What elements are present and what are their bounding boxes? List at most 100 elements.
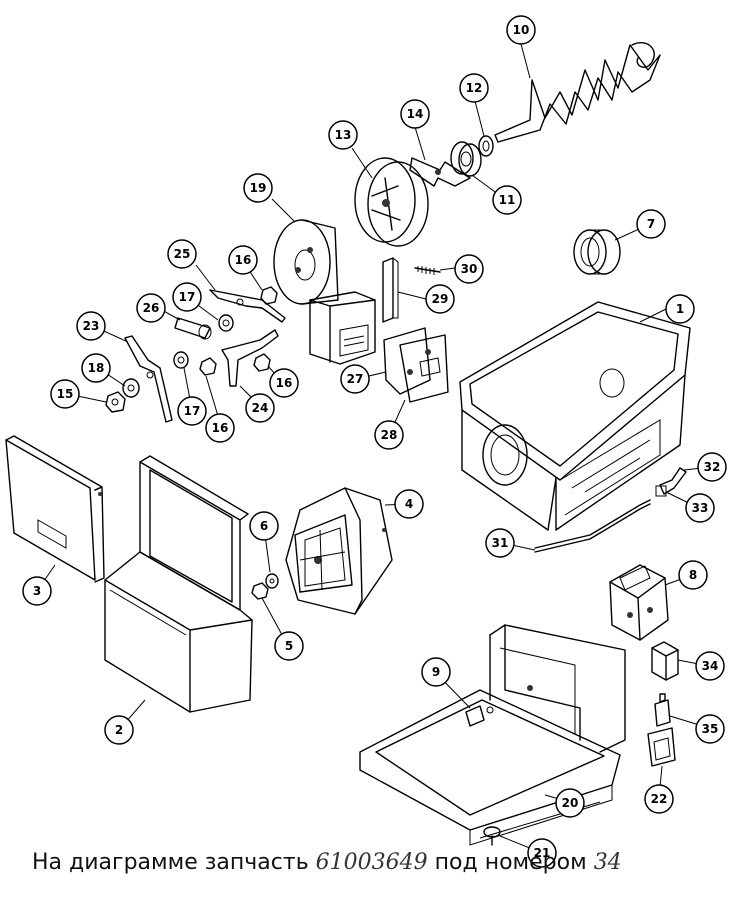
callout-31: 31: [485, 528, 515, 558]
part-21-screw: [483, 826, 501, 846]
callout-16-c: 16: [205, 413, 235, 443]
part-8-module: [609, 564, 669, 641]
part-20-tray: [359, 624, 626, 846]
svg-text:16: 16: [212, 421, 229, 435]
part-9-lever: [465, 705, 494, 727]
svg-text:25: 25: [174, 247, 191, 261]
caption-position: 34: [593, 850, 622, 875]
part-5-nut: [251, 582, 269, 600]
svg-text:8: 8: [689, 568, 697, 582]
part-12-washer: [478, 135, 494, 157]
callout-18: 18: [81, 353, 111, 383]
part-2-door: [104, 455, 253, 713]
callout-2: 2: [104, 715, 134, 745]
part-7-ring: [573, 229, 621, 275]
part-18-washer: [122, 378, 140, 398]
svg-text:17: 17: [184, 404, 201, 418]
callout-20: 20: [555, 788, 585, 818]
svg-text:10: 10: [513, 23, 530, 37]
callout-7: 7: [636, 209, 666, 239]
svg-text:26: 26: [143, 301, 160, 315]
callout-5: 5: [274, 631, 304, 661]
callout-15: 15: [50, 379, 80, 409]
svg-text:17: 17: [179, 290, 196, 304]
part-10-auger-wire: [494, 42, 661, 143]
svg-text:18: 18: [88, 361, 105, 375]
callout-22: 22: [644, 784, 674, 814]
callout-3: 3: [22, 576, 52, 606]
svg-text:27: 27: [347, 372, 364, 386]
svg-text:31: 31: [492, 536, 509, 550]
part-6-washer: [265, 573, 279, 589]
part-1-housing: [459, 301, 691, 531]
part-17-washers: [173, 314, 234, 369]
part-35-valve: [654, 693, 671, 727]
callout-25: 25: [167, 239, 197, 269]
callout-4: 4: [394, 489, 424, 519]
callout-23: 23: [76, 311, 106, 341]
svg-text:34: 34: [702, 659, 719, 673]
svg-text:21: 21: [534, 846, 551, 860]
part-16-nuts: [199, 286, 278, 376]
svg-text:22: 22: [651, 792, 668, 806]
svg-text:28: 28: [381, 428, 398, 442]
part-34-solenoid: [651, 641, 679, 681]
svg-text:16: 16: [235, 253, 252, 267]
svg-text:12: 12: [466, 81, 483, 95]
caption-part-number: 61003649: [315, 850, 428, 875]
callout-28: 28: [374, 420, 404, 450]
part-27-28-plates: [383, 327, 449, 403]
part-19-drum: [273, 219, 339, 305]
callout-9: 9: [421, 657, 451, 687]
svg-text:29: 29: [432, 292, 449, 306]
callout-19: 19: [243, 173, 273, 203]
svg-text:19: 19: [250, 181, 267, 195]
svg-text:4: 4: [405, 497, 413, 511]
callout-17-a: 17: [172, 282, 202, 312]
callout-14: 14: [400, 99, 430, 129]
svg-text:24: 24: [252, 401, 269, 415]
part-24-bracket: [221, 329, 279, 387]
part-22-bracket: [647, 727, 676, 767]
part-15-nut: [105, 391, 126, 413]
svg-text:13: 13: [335, 128, 352, 142]
part-4-motor: [285, 487, 393, 615]
svg-text:2: 2: [115, 723, 123, 737]
callout-13: 13: [328, 120, 358, 150]
callout-11: 11: [492, 185, 522, 215]
caption-prefix: На диаграмме запчасть: [32, 850, 309, 875]
svg-text:15: 15: [57, 387, 74, 401]
callout-30: 30: [454, 254, 484, 284]
callout-35: 35: [695, 714, 725, 744]
part-29-strip: [382, 257, 399, 323]
svg-text:35: 35: [702, 722, 719, 736]
callout-12: 12: [459, 73, 489, 103]
svg-text:33: 33: [692, 501, 709, 515]
svg-text:16: 16: [276, 376, 293, 390]
part-motor-bracket: [309, 291, 376, 365]
svg-text:20: 20: [562, 796, 579, 810]
callout-24: 24: [245, 393, 275, 423]
callout-17-b: 17: [177, 396, 207, 426]
svg-text:1: 1: [676, 302, 684, 316]
part-11-bearing: [450, 141, 482, 177]
callout-8: 8: [678, 560, 708, 590]
part-30-spring: [414, 266, 441, 275]
callout-32: 32: [697, 452, 727, 482]
svg-text:30: 30: [461, 262, 478, 276]
callout-6: 6: [249, 511, 279, 541]
svg-text:11: 11: [499, 193, 516, 207]
part-14-blade: [409, 157, 471, 187]
part-26-link: [174, 317, 212, 340]
caption: На диаграмме запчасть 61003649 под номер…: [32, 850, 622, 875]
part-23-lever: [124, 335, 173, 423]
callout-33: 33: [685, 493, 715, 523]
callout-27: 27: [340, 364, 370, 394]
svg-text:3: 3: [33, 584, 41, 598]
part-32-33-clip: [655, 467, 687, 497]
callout-16-b: 16: [269, 368, 299, 398]
callout-21: 21: [527, 838, 557, 868]
leader-lines: [36, 43, 712, 854]
svg-text:9: 9: [432, 665, 440, 679]
